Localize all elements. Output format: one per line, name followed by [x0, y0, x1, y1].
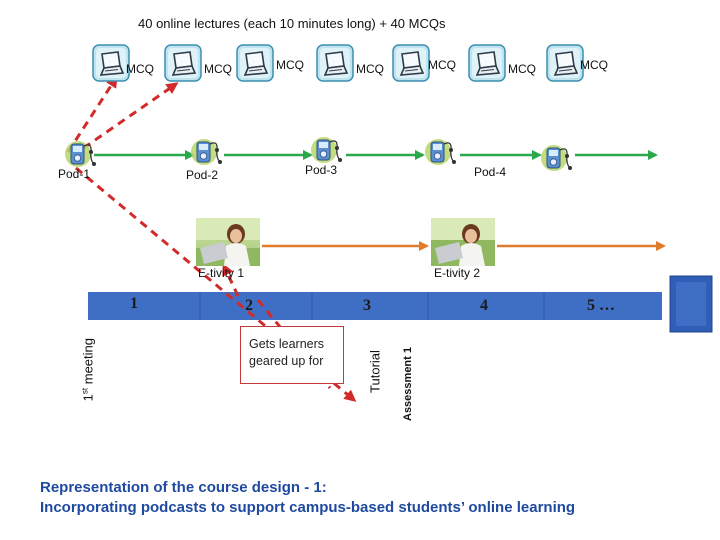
caption-line-2: Incorporating podcasts to support campus…	[40, 498, 575, 517]
caption-line-1: Representation of the course design - 1:	[40, 478, 327, 497]
timeline-week-3: 3	[363, 297, 371, 315]
laptop-icon	[392, 44, 430, 82]
pod-label-1: Pod-1	[58, 167, 90, 181]
laptop-icon	[164, 44, 202, 82]
etivity-label-2: E-tivity 2	[434, 266, 480, 280]
etivity-photo-1	[196, 218, 260, 266]
mcq-label: MCQ	[508, 62, 536, 76]
tutorial-label: Tutorial	[368, 340, 383, 404]
timeline-week-4: 4	[480, 297, 488, 315]
assessment-label: Assessment 1	[402, 339, 414, 429]
timeline-week-5: 5 …	[587, 297, 615, 315]
etivity-photo-2	[431, 218, 495, 266]
laptop-icon	[316, 44, 354, 82]
mp3-player-icon	[310, 132, 344, 166]
mcq-label: MCQ	[428, 58, 456, 72]
mcq-label: MCQ	[204, 62, 232, 76]
timeline-bar	[88, 276, 712, 336]
laptop-icon	[92, 44, 130, 82]
laptop-icon	[546, 44, 584, 82]
note-box: Gets learners geared up for	[240, 326, 344, 384]
mp3-player-icon	[540, 140, 574, 174]
mcq-label: MCQ	[356, 62, 384, 76]
timeline-week-1: 1	[130, 295, 138, 313]
first-meeting-label: 1st meeting	[80, 320, 95, 420]
mp3-player-icon	[424, 134, 458, 168]
diagram-title: 40 online lectures (each 10 minutes long…	[138, 16, 445, 31]
mcq-label: MCQ	[276, 58, 304, 72]
mcq-label: MCQ	[126, 62, 154, 76]
mp3-player-icon	[64, 136, 98, 170]
mp3-player-icon	[190, 134, 224, 168]
mcq-label: MCQ	[580, 58, 608, 72]
pod-label-3: Pod-3	[305, 163, 337, 177]
pod-label-4: Pod-4	[474, 165, 506, 179]
note-box-text: Gets learners geared up for	[241, 327, 343, 370]
laptop-icon	[468, 44, 506, 82]
etivity-label-1: E-tivity 1	[198, 266, 244, 280]
timeline-week-2: 2	[245, 297, 253, 315]
pod-label-2: Pod-2	[186, 168, 218, 182]
laptop-icon	[236, 44, 274, 82]
